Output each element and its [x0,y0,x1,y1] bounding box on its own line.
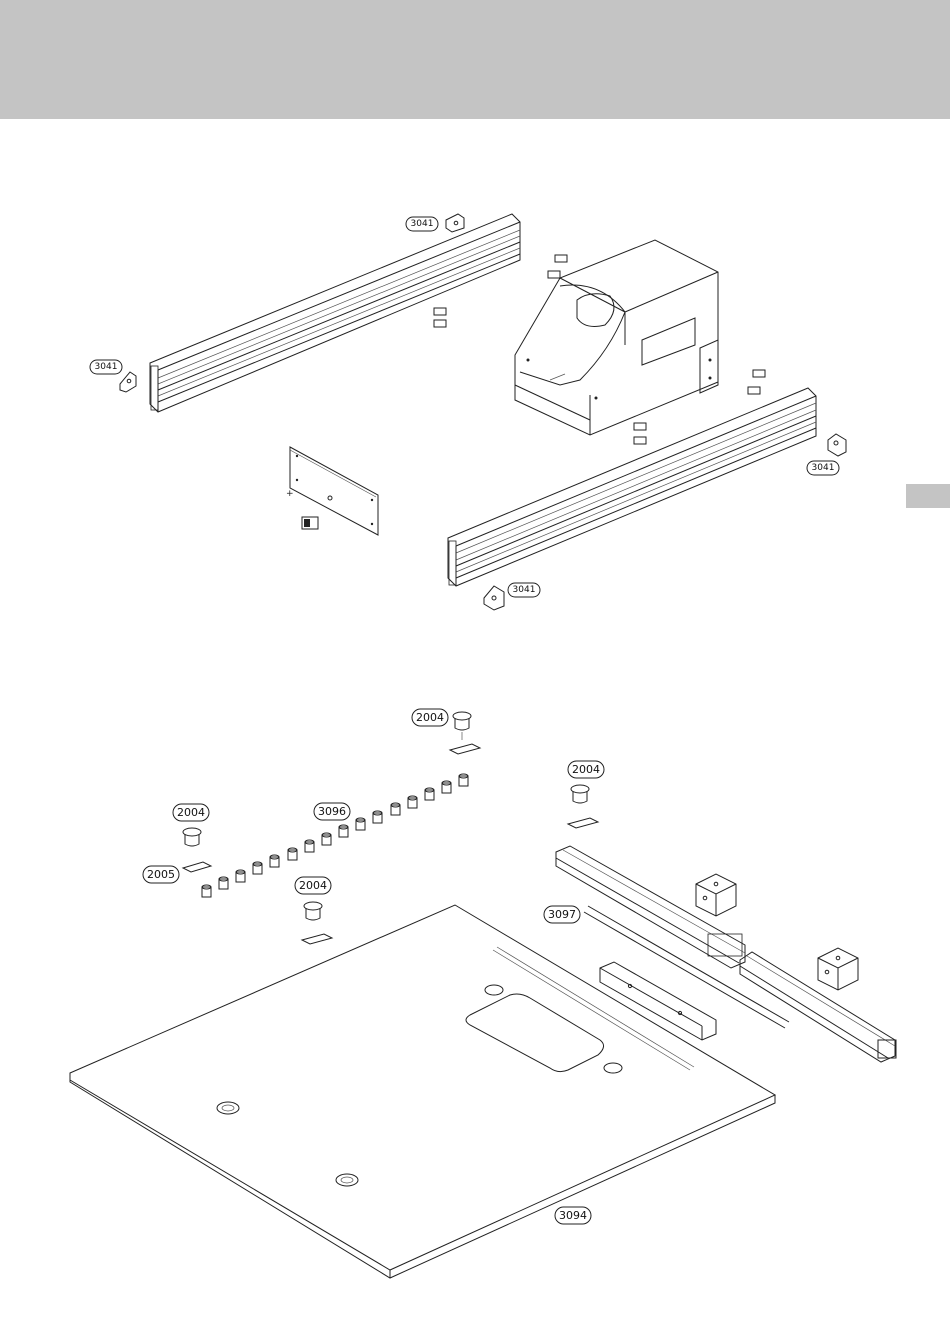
callout-2004-top: 2004 [412,709,448,726]
callout-2005: 2005 [143,866,179,883]
svg-text:3041: 3041 [513,585,536,595]
mounting-plate: + [286,447,378,535]
callout-3094: 3094 [555,1207,591,1224]
extrusion-profile-top-left [150,214,520,412]
angle-bracket-top [446,214,464,232]
callout-2004-left: 2004 [173,804,209,821]
flange-bushing-left [183,828,211,872]
svg-text:2004: 2004 [572,763,600,776]
flange-bushing-top [450,712,480,754]
cube-block-upper [696,874,736,916]
cube-block-lower [818,948,858,990]
callout-3041-right: 3041 [807,461,839,475]
callout-3041-top: 3041 [406,217,438,231]
angle-bracket-left [120,372,136,392]
svg-text:3041: 3041 [95,362,118,372]
callout-2004-right: 2004 [568,761,604,778]
callout-2004-mid: 2004 [295,877,331,894]
callout-3096: 3096 [314,803,350,820]
callout-3041-bottom: 3041 [508,583,540,597]
slot-nuts-group [434,255,765,444]
rail-profile-assembly [556,846,896,1062]
nut-row-3096 [202,774,468,897]
svg-text:2004: 2004 [416,711,444,724]
svg-text:2004: 2004 [299,879,327,892]
flange-bushing-right [568,785,598,828]
svg-text:2005: 2005 [147,868,175,881]
angle-bracket-bottom [484,586,504,610]
angle-bracket-right [828,434,846,456]
callout-3097: 3097 [544,906,580,923]
guide-rod [584,906,789,1028]
svg-text:3096: 3096 [318,805,346,818]
svg-text:2004: 2004 [177,806,205,819]
svg-text:3097: 3097 [548,908,576,921]
motor-housing-frame [515,240,718,435]
flange-bushing-mid [302,902,332,944]
svg-text:3041: 3041 [411,219,434,229]
svg-text:+: + [286,489,294,499]
callout-3041-left: 3041 [90,360,122,374]
plate-label-tag [302,517,318,529]
svg-text:3041: 3041 [812,463,835,473]
svg-text:3094: 3094 [559,1209,587,1222]
